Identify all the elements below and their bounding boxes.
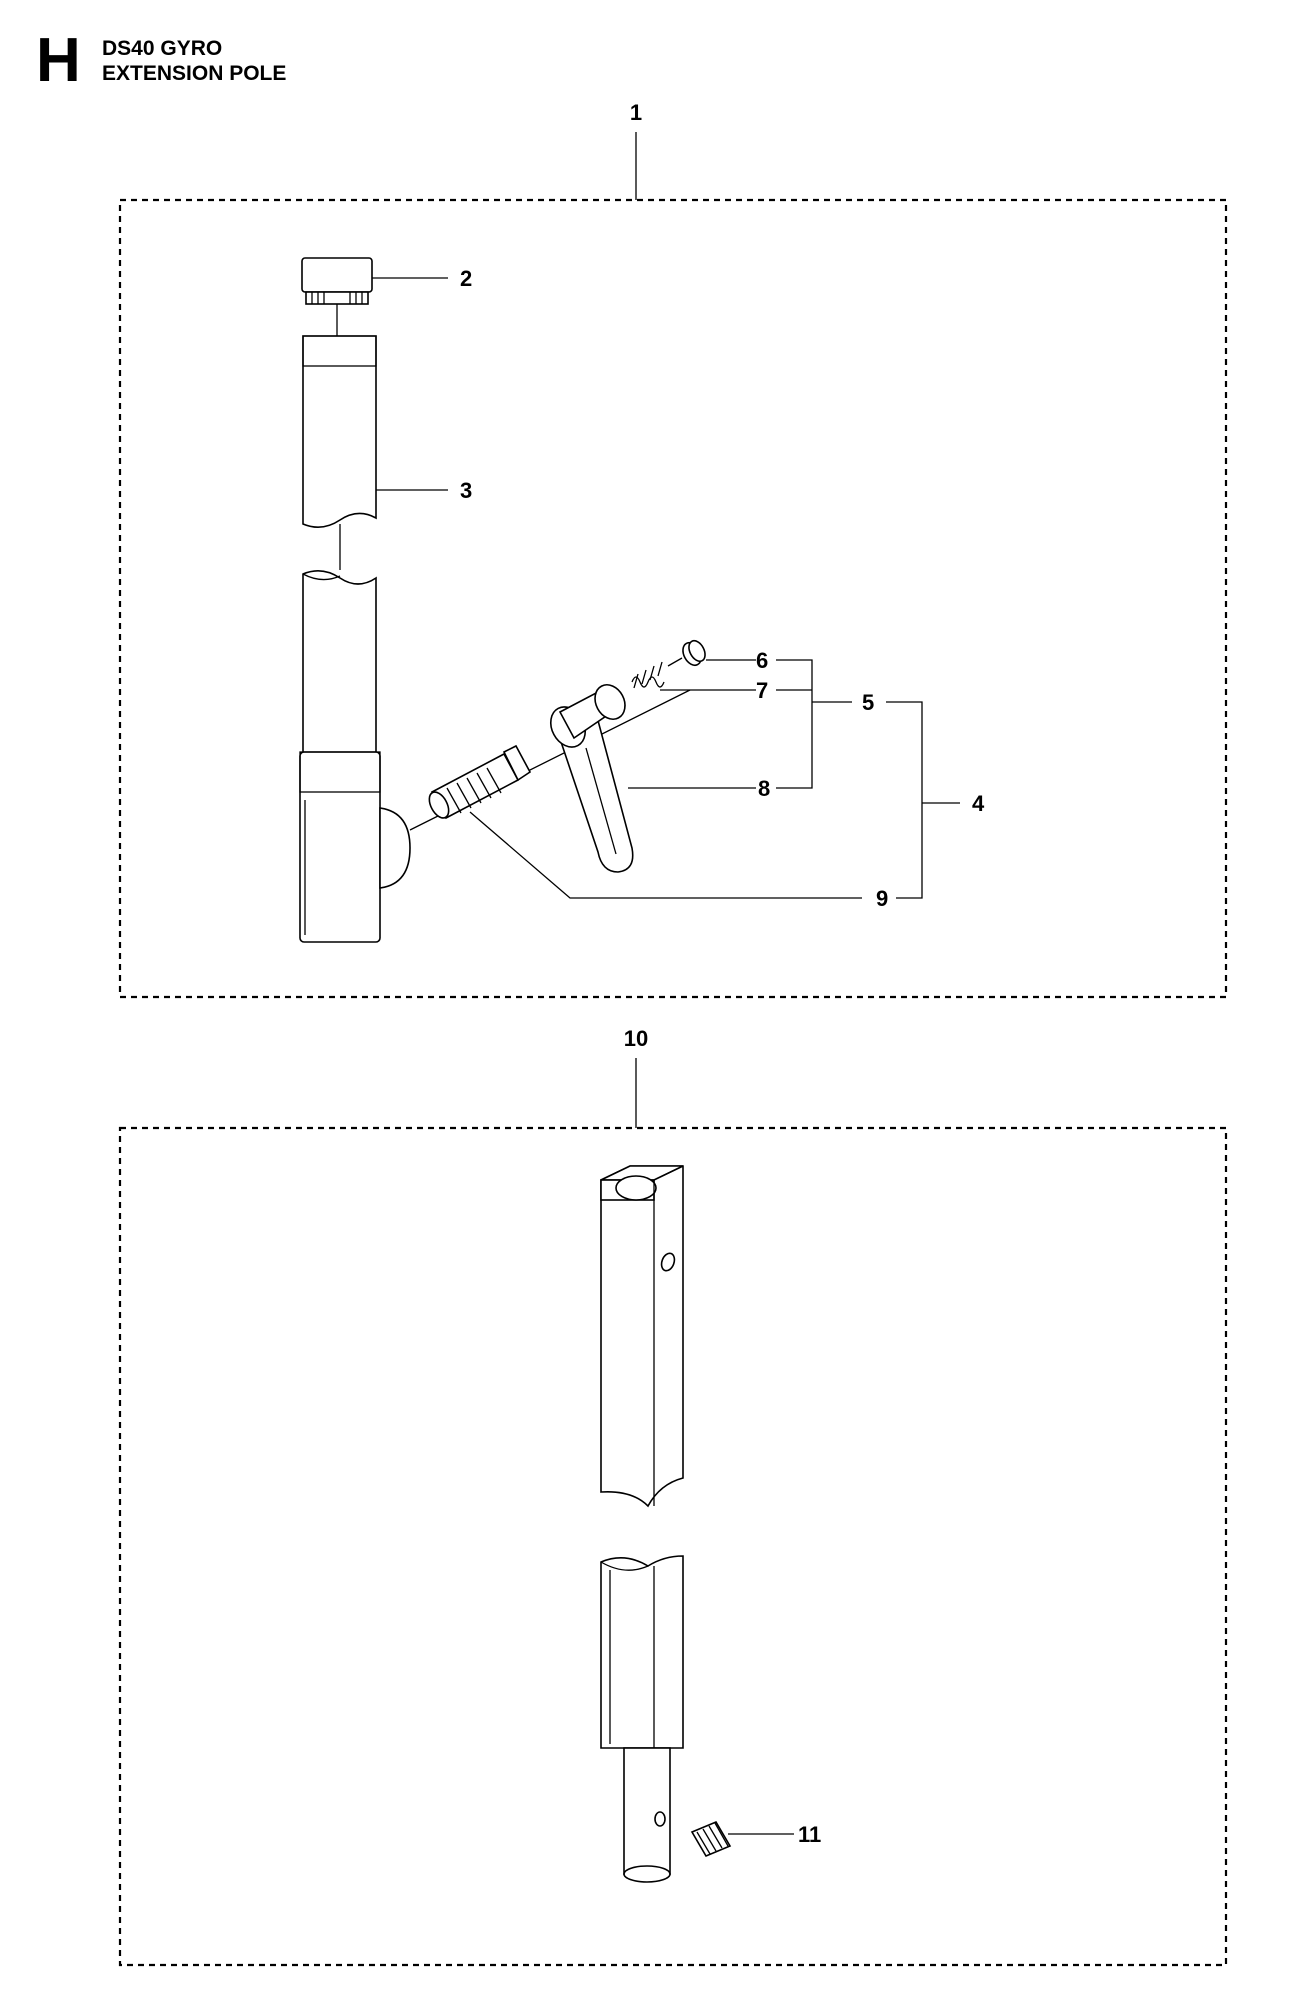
callout-7: 7 xyxy=(756,678,768,703)
threaded-bolt-part xyxy=(428,744,532,820)
group-10-label: 10 xyxy=(624,1026,648,1051)
callout-6: 6 xyxy=(756,648,768,673)
group-10-frame xyxy=(118,1126,1228,1967)
diagram-title: DS40 GYRO EXTENSION POLE xyxy=(102,36,286,86)
group-1-frame xyxy=(118,198,1228,999)
callout-4: 4 xyxy=(972,791,985,816)
callout-8: 8 xyxy=(758,776,770,801)
callout-11: 11 xyxy=(798,1822,821,1847)
callout-5: 5 xyxy=(862,690,874,715)
callout-2: 2 xyxy=(460,266,472,291)
assembly-name: EXTENSION POLE xyxy=(102,62,287,85)
set-screw-part xyxy=(690,1820,732,1858)
callout-9: 9 xyxy=(876,886,888,911)
callout-3: 3 xyxy=(460,478,472,503)
spring-part xyxy=(631,661,665,689)
section-letter: H xyxy=(36,26,81,95)
bracket-4 xyxy=(886,701,923,899)
model-name: DS40 GYRO xyxy=(102,37,223,60)
screw-part xyxy=(667,639,706,667)
square-tube-lower-part xyxy=(600,1555,684,1883)
bracket-5 xyxy=(776,659,813,789)
clamp-sleeve-part xyxy=(299,751,411,943)
square-tube-upper-part xyxy=(600,1165,684,1508)
leader-9 xyxy=(469,811,862,899)
upper-tube-part xyxy=(302,335,377,761)
group-1-label: 1 xyxy=(630,100,642,125)
end-cap-part xyxy=(301,257,373,336)
lever-handle-part xyxy=(549,684,634,873)
